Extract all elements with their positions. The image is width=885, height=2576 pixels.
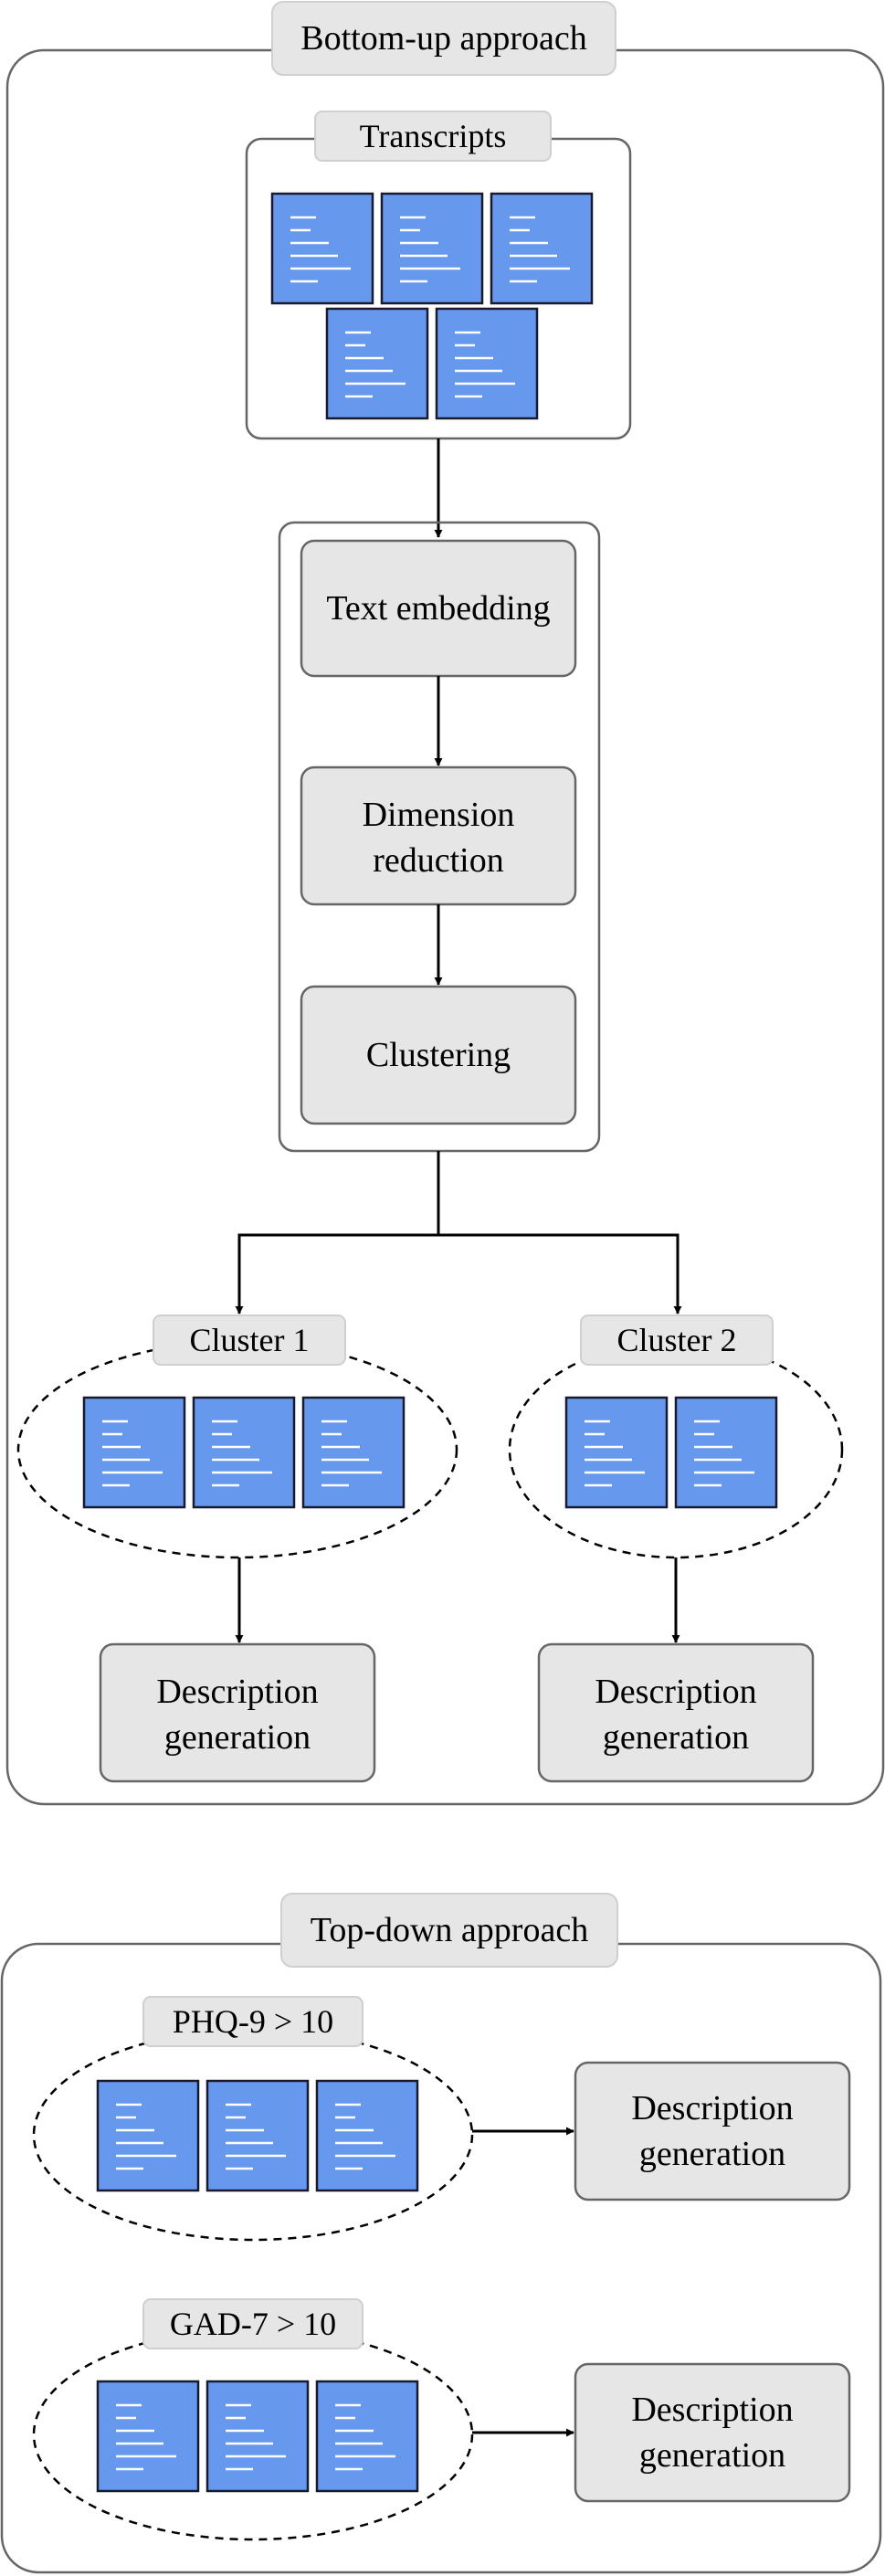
bottom-up-panel: Bottom-up approach [5,1,885,1806]
clustering-label: Clustering [366,1036,511,1074]
document-icon [96,2079,200,2192]
top-down-title: Top-down approach [311,1911,588,1949]
cluster-2-group: Cluster 2 [508,1314,844,1559]
cluster-2-ellipse [508,1340,844,1559]
gad7-ellipse [32,2328,474,2541]
bottom-up-title: Bottom-up approach [300,19,586,58]
cluster-1-group: Cluster 1 [16,1314,458,1559]
phq9-ellipse [32,2028,474,2242]
top-down-panel: Top-down approach [0,1893,882,2574]
phq9-label: PHQ-9 > 10 [173,2003,333,2040]
cluster-2-label-box [580,1314,774,1366]
document-icon [315,2380,419,2493]
phq9-label-box [142,1996,363,2047]
clustering-box [300,985,577,1125]
description-generation-4-line2: generation [639,2436,785,2475]
document-icon [205,2380,310,2493]
top-down-title-box [280,1893,618,1968]
document-icon [96,2380,200,2493]
document-icon [192,1396,296,1509]
description-generation-box-4 [574,2362,851,2503]
text-embedding-label: Text embedding [326,589,550,628]
dimension-reduction-label-line2: reduction [373,841,504,880]
description-generation-1-line1: Description [156,1673,318,1711]
document-icon [435,307,539,420]
dimension-reduction-label-line1: Dimension [363,796,515,834]
gad7-label: GAD-7 > 10 [170,2306,336,2342]
gad7-group: GAD-7 > 10 [32,2298,474,2541]
document-icon [205,2079,310,2192]
document-icon [82,1396,186,1509]
document-icon [315,2079,419,2192]
pipeline-group: Text embedding Dimension reduction Clust… [278,521,601,1153]
description-generation-box-2 [537,1642,815,1783]
description-generation-3-line1: Description [631,2089,793,2127]
phq9-group: PHQ-9 > 10 [32,1996,474,2242]
arrow-to-cluster-2 [438,1233,682,1314]
document-icon [490,192,594,305]
gad7-label-box [142,2298,363,2349]
document-icon [325,307,429,420]
description-generation-4-line1: Description [631,2391,793,2429]
document-icon [301,1396,406,1509]
document-icon [674,1396,778,1509]
bottom-up-title-box [271,1,616,76]
description-generation-box-1 [99,1642,376,1783]
document-icon [564,1396,669,1509]
transcripts-group: Transcripts [245,111,632,440]
cluster-1-label-box [153,1314,346,1366]
transcripts-label: Transcripts [360,118,507,154]
cluster-2-label: Cluster 2 [617,1322,737,1358]
description-generation-3-line2: generation [639,2135,785,2173]
description-generation-2-line2: generation [603,1718,749,1757]
arrow-to-cluster-1 [235,1151,440,1314]
dimension-reduction-box [300,765,577,906]
document-icon [270,192,374,305]
document-icon [380,192,484,305]
description-generation-1-line2: generation [164,1718,311,1757]
cluster-1-label: Cluster 1 [190,1322,310,1358]
transcripts-label-box [314,111,552,162]
description-generation-box-3 [574,2061,851,2201]
description-generation-2-line1: Description [595,1673,756,1711]
